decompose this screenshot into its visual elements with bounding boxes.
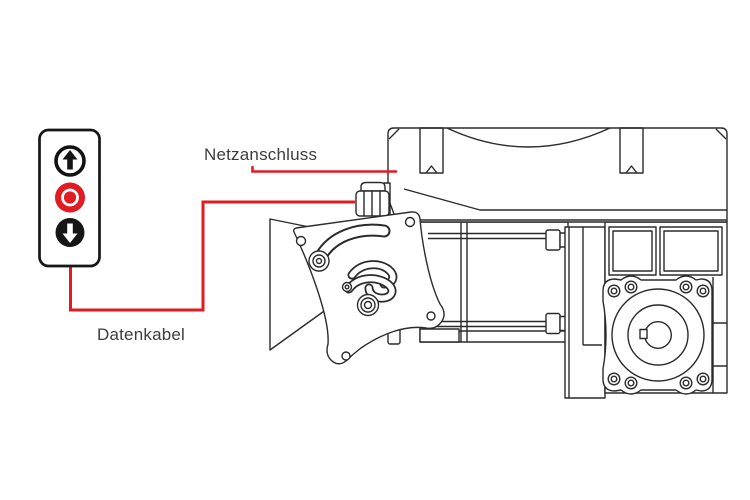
data-cable-label: Datenkabel (97, 325, 186, 344)
flange-bolt-holes (607, 280, 710, 390)
lower-bolt (356, 293, 380, 317)
stop-ring-icon (61, 188, 79, 207)
motor-housing (387, 127, 728, 223)
stop-button (55, 182, 85, 213)
gearbox (602, 221, 728, 395)
drive-shaft (639, 321, 673, 350)
data-cable-line (69, 200, 355, 312)
up-button (54, 145, 86, 177)
housing-slot (619, 127, 644, 174)
control-switch (38, 128, 101, 268)
end-plate (564, 226, 606, 399)
mounting-bracket (293, 211, 445, 365)
up-arrow-icon (62, 150, 78, 170)
arc-slot (314, 223, 391, 263)
power-connection-line (251, 165, 398, 173)
down-button (55, 218, 85, 247)
cable-gland (355, 181, 391, 218)
housing-slot (419, 127, 444, 174)
power-connection-label: Netzanschluss (204, 145, 318, 164)
pivot-bolt (308, 250, 330, 272)
down-arrow-icon (62, 223, 78, 243)
